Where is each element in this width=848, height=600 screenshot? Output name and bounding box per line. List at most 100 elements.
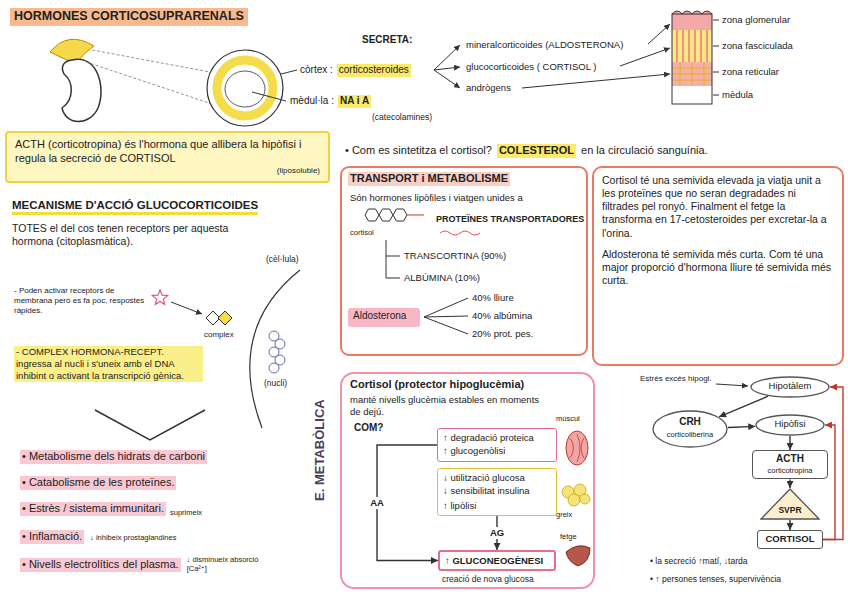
highlight-term: NA i A bbox=[338, 95, 371, 108]
list-item: • Nivells electrolítics del plasma. bbox=[20, 558, 181, 572]
part-label: mèdul·la : bbox=[290, 95, 334, 108]
muscle-fibres bbox=[570, 434, 584, 462]
node-text: fetge bbox=[560, 532, 577, 541]
connector-arrow bbox=[823, 425, 835, 539]
zona-glomerular bbox=[672, 14, 712, 30]
note-box: Cortisol té una semivida elevada ja viat… bbox=[592, 166, 844, 366]
node-text: creació de nova glucosa bbox=[442, 574, 534, 585]
node-text: ↑ degradació proteica bbox=[443, 432, 534, 444]
info-box: ACTH (corticotropina) és l'hormona que a… bbox=[5, 131, 330, 183]
zona-reticular bbox=[672, 62, 712, 86]
question-text: • Com es sintetitza el cortisol? bbox=[345, 144, 492, 158]
triangle-outline bbox=[761, 489, 819, 519]
part-label: (cèl·lula) bbox=[266, 254, 299, 265]
node-text: Hipòfisi bbox=[774, 418, 805, 430]
highlight-box: Aldosterona bbox=[348, 308, 420, 327]
node-text: Són hormones lipòfiles i viatgen unides … bbox=[350, 192, 582, 204]
connector-arrow bbox=[789, 436, 790, 450]
zone-outline bbox=[672, 14, 712, 104]
zone-arrow bbox=[620, 48, 670, 66]
muscle-icon bbox=[566, 431, 588, 465]
part-label: còrtex : bbox=[300, 64, 333, 77]
answer-text: en la circulació sanguínia. bbox=[581, 144, 708, 158]
complex-icon bbox=[218, 311, 232, 325]
ellipse-outline bbox=[751, 377, 829, 397]
squiggle bbox=[440, 231, 480, 235]
fat-cell bbox=[580, 494, 590, 504]
connector-arrow bbox=[377, 445, 438, 560]
cell-membrane bbox=[250, 270, 300, 428]
connector-arrow bbox=[728, 426, 755, 427]
edge-label: AA bbox=[368, 497, 386, 509]
vertical-heading: E. METABÒLICA bbox=[312, 390, 328, 510]
highlight-term: corticosteroides bbox=[337, 64, 411, 77]
cortex-ring bbox=[217, 60, 273, 116]
connector-arrow bbox=[823, 387, 843, 539]
list-item: • Inflamació. bbox=[20, 530, 84, 544]
node-text: ACTH bbox=[776, 453, 804, 466]
ellipse-outline bbox=[653, 411, 727, 447]
node-text: múscul bbox=[556, 414, 580, 423]
node-text: ↑ GLUCONEOGÈNESI bbox=[445, 555, 543, 567]
connector-arrow bbox=[789, 520, 790, 530]
zone-arrow bbox=[522, 74, 670, 88]
connector-arrow bbox=[789, 479, 790, 488]
node-text: corticoliberina bbox=[667, 430, 713, 439]
node-text: Cortisol (protector hipoglucèmia) bbox=[350, 378, 524, 392]
node-text: TRANSPORT i METABOLISME bbox=[348, 172, 510, 186]
section-heading: MECANISME D'ACCIÓ GLUCOCORTICOIDES bbox=[12, 198, 258, 215]
part-label: (nucli) bbox=[264, 378, 287, 389]
note-text: ↓ disminueix absorció [Ca²⁺] bbox=[187, 555, 269, 574]
dna-loop bbox=[269, 363, 279, 373]
node-outline bbox=[652, 410, 728, 448]
section-box: Cortisol (protector hipoglucèmia) manté n… bbox=[340, 372, 595, 589]
hormone-node: ACTHcorticotropina bbox=[752, 450, 828, 479]
node-text: 20% prot. pes. bbox=[472, 328, 533, 340]
zone-stripes bbox=[677, 30, 707, 62]
highlight-term: COLESTEROL bbox=[497, 144, 576, 158]
hormone-label: mineralcorticoides (ALDOSTERONA) bbox=[466, 39, 623, 51]
node-text: ALBÚMINA (10%) bbox=[404, 272, 480, 284]
note-text: - Poden activar receptors de membrana pe… bbox=[14, 286, 146, 316]
zone-arrow bbox=[648, 24, 670, 44]
node-text: ↓ utilització glucosa bbox=[443, 472, 525, 484]
hormone-label: glucocorticoides ( CORTISOL ) bbox=[466, 61, 596, 73]
note-text: ↓ inhibeix prostaglandines bbox=[90, 533, 176, 542]
node-text: manté nivells glucèmia estables en momen… bbox=[350, 394, 550, 418]
process-box: ↑ degradació proteica↑ glucogenòlisi bbox=[437, 428, 557, 462]
section-label: SECRETA: bbox=[362, 34, 412, 47]
hormone-node: CORTISOL bbox=[757, 530, 823, 549]
molecule-ring bbox=[365, 209, 379, 221]
edge-label: AG bbox=[488, 527, 506, 539]
node-text: Hipotàlem bbox=[769, 380, 812, 392]
node-text: ↑ glucogenòlisi bbox=[443, 445, 505, 457]
hormone-star bbox=[152, 290, 167, 305]
note-text: (catecolamines) bbox=[372, 112, 432, 123]
node-text: 40% lliure bbox=[472, 292, 514, 304]
organ-node: Hipotàlem bbox=[750, 376, 830, 398]
list-item: • Metabolisme dels hidrats de carboni bbox=[20, 450, 207, 464]
fat-icon bbox=[562, 484, 590, 506]
hormone-node: CRHcorticoliberina bbox=[652, 410, 728, 448]
zone-label: zona glomerular bbox=[722, 14, 790, 26]
liver-icon bbox=[566, 546, 590, 566]
organ-node: Hipòfisi bbox=[755, 414, 825, 436]
ellipse-outline bbox=[756, 415, 824, 435]
molecule-ring bbox=[379, 209, 393, 221]
node-text: TRANSCORTINA (90%) bbox=[404, 250, 506, 262]
list-item: • Catabolisme de les proteïnes. bbox=[20, 476, 176, 490]
kidney bbox=[62, 59, 101, 121]
node-text: Aldosterona bbox=[353, 310, 406, 323]
section-box: TRANSPORT i METABOLISME Són hormones lipò… bbox=[340, 166, 588, 356]
gland-section bbox=[207, 50, 283, 126]
leader-line bbox=[281, 70, 297, 74]
node-outline bbox=[760, 488, 820, 520]
node-text: corticotropina bbox=[767, 466, 812, 475]
process-box: ↓ utilització glucosa↓ sensibilitat insu… bbox=[437, 468, 557, 516]
connector-arrow bbox=[719, 396, 768, 417]
zone-label: zona fasciculada bbox=[722, 40, 793, 52]
stimulus-arrow bbox=[716, 384, 748, 386]
branch-arrow bbox=[434, 45, 460, 70]
part-label: complex bbox=[204, 330, 234, 340]
